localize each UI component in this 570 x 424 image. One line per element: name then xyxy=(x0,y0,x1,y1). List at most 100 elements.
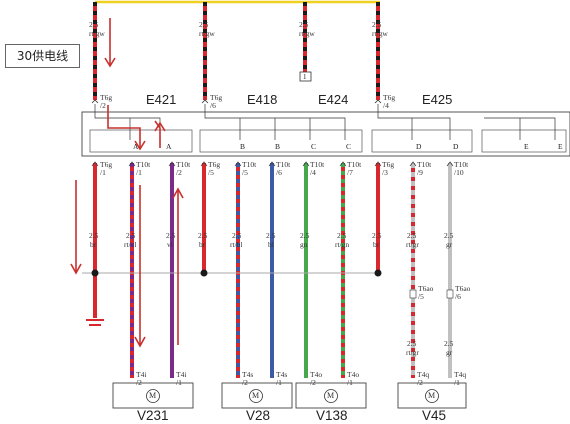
top-wire-4-pin: /4 xyxy=(383,101,389,110)
pin-2-pin: /1 xyxy=(136,168,142,177)
switch-label-d2: D xyxy=(453,142,459,151)
pin-4-connector: T6g xyxy=(208,160,221,169)
motor-pin-5-pin: /2 xyxy=(310,378,316,387)
motor-pin-1-connector: T4i xyxy=(136,370,147,379)
switch-label-c2: C xyxy=(346,142,352,151)
pin-4-pin: /5 xyxy=(208,168,214,177)
motor-box-v231 xyxy=(112,382,194,409)
module-e418-label: E418 xyxy=(247,92,278,107)
t6ao-6-pin: /6 xyxy=(455,292,461,301)
pin-4-color: br xyxy=(199,240,206,249)
motor-icon: M xyxy=(327,391,335,400)
switch-label-d1: D xyxy=(416,142,422,151)
motor-pin-6-connector: T4o xyxy=(347,370,360,379)
motor-box-v45 xyxy=(397,382,467,409)
pin-5-pin: /5 xyxy=(242,168,248,177)
pin-6-color: bl xyxy=(268,240,274,249)
pin-4-gauge: 2.5 xyxy=(198,231,208,240)
pin-1-color: br xyxy=(90,240,97,249)
motor-pin-1-pin: /2 xyxy=(136,378,142,387)
motor-v28-label: V28 xyxy=(246,408,271,423)
pin-3-connector: T10t xyxy=(176,160,191,169)
motor-v231-label: V231 xyxy=(137,408,169,423)
pin-2-color: rt/vl xyxy=(124,240,137,249)
motor-pin-2-connector: T4i xyxy=(176,370,187,379)
pin-7-pin: /4 xyxy=(310,168,316,177)
pin-2-gauge: 2.5 xyxy=(126,231,136,240)
annotation-arrows xyxy=(70,18,184,348)
pin-9-connector: T6g xyxy=(382,160,395,169)
module-e421-label: E421 xyxy=(146,92,177,107)
motor-box-v28 xyxy=(221,382,293,409)
top-wire-2-color: rt/gw xyxy=(199,29,215,38)
pin-11-color: gr xyxy=(446,240,453,249)
pin-8-gauge: 2.5 xyxy=(337,231,347,240)
pin-3-gauge: 2.5 xyxy=(166,231,176,240)
motor-pin-4-connector: T4s xyxy=(276,370,288,379)
motor-icon: M xyxy=(428,391,436,400)
pin-6-connector: T10t xyxy=(276,160,291,169)
switch-label-b2: B xyxy=(275,142,281,151)
pin-7-color: gn xyxy=(300,240,308,249)
switch-label-e1: E xyxy=(524,142,529,151)
pin-9-gauge: 2.5 xyxy=(372,231,382,240)
top-wire-4-color: rt/gw xyxy=(372,29,388,38)
motor-pin-7-connector: T4q xyxy=(417,370,430,379)
motor-pin-6-pin: /1 xyxy=(347,378,353,387)
top-wire-2-gauge: 2.5 xyxy=(199,20,209,29)
t6ao-6-color: gr xyxy=(446,348,453,357)
switch-label-b1: B xyxy=(240,142,246,151)
switch-label-a1: A xyxy=(133,142,139,151)
pin-6-gauge: 2.5 xyxy=(266,231,276,240)
pin-8-pin: /7 xyxy=(347,168,353,177)
top-wire-1-gauge: 2.5 xyxy=(89,20,99,29)
t6ao-5-color: rt/gr xyxy=(406,348,419,357)
top-wire-1-connector: T6g xyxy=(100,93,113,102)
pin-10-pin: /9 xyxy=(417,168,423,177)
module-e425-label: E425 xyxy=(422,92,453,107)
motor-pin-7-pin: /2 xyxy=(417,378,423,387)
module-e424-label: E424 xyxy=(318,92,349,107)
pin-3-color: vl xyxy=(167,240,173,249)
top-wire-2-connector: T6g xyxy=(210,93,223,102)
pin-6-pin: /6 xyxy=(276,168,282,177)
pin-8-color: rt/gn xyxy=(335,240,350,249)
t6ao-5-pin: /5 xyxy=(418,292,424,301)
t6ao-5-connector: T6ao xyxy=(418,284,434,293)
pin-1-connector: T6g xyxy=(100,160,113,169)
top-wire-1-color: rt/gw xyxy=(89,29,105,38)
motor-pin-3-pin: /2 xyxy=(242,378,248,387)
top-wire-2-pin: /6 xyxy=(210,101,216,110)
motor-v45-label: V45 xyxy=(422,408,447,423)
switch-label-a2: A xyxy=(166,142,172,151)
title-box: 30供电线 xyxy=(5,44,80,68)
pin-3-pin: /2 xyxy=(176,168,182,177)
pin-7-gauge: 2.5 xyxy=(300,231,310,240)
switch-label-c1: C xyxy=(311,142,317,151)
pin-7-connector: T10t xyxy=(310,160,325,169)
switch-label-e2: E xyxy=(558,142,563,151)
fuse-box xyxy=(299,71,312,82)
pin-11-connector: T10t xyxy=(454,160,469,169)
t6ao-6-gauge: 2.5 xyxy=(444,339,454,348)
motor-pin-5-connector: T4o xyxy=(310,370,323,379)
pin-10-connector: T10t xyxy=(417,160,432,169)
fuse-label: 1 xyxy=(303,73,307,81)
pin-9-pin: /3 xyxy=(382,168,388,177)
motor-pin-2-pin: /1 xyxy=(176,378,182,387)
pin-1-pin: /1 xyxy=(100,168,106,177)
pin-11-pin: /10 xyxy=(454,168,464,177)
top-wire-4-connector: T6g xyxy=(383,93,396,102)
pin-5-connector: T10t xyxy=(242,160,257,169)
t6ao-5-gauge: 2.5 xyxy=(407,339,417,348)
pin-1-gauge: 2.5 xyxy=(89,231,99,240)
motor-icon: M xyxy=(149,391,157,400)
ground-symbol xyxy=(86,319,104,326)
pin-9-color: br xyxy=(373,240,380,249)
pin-8-connector: T10t xyxy=(347,160,362,169)
motor-pin-8-connector: T4q xyxy=(454,370,467,379)
control-module-box xyxy=(81,111,570,157)
pin-10-gauge: 2.5 xyxy=(407,231,417,240)
